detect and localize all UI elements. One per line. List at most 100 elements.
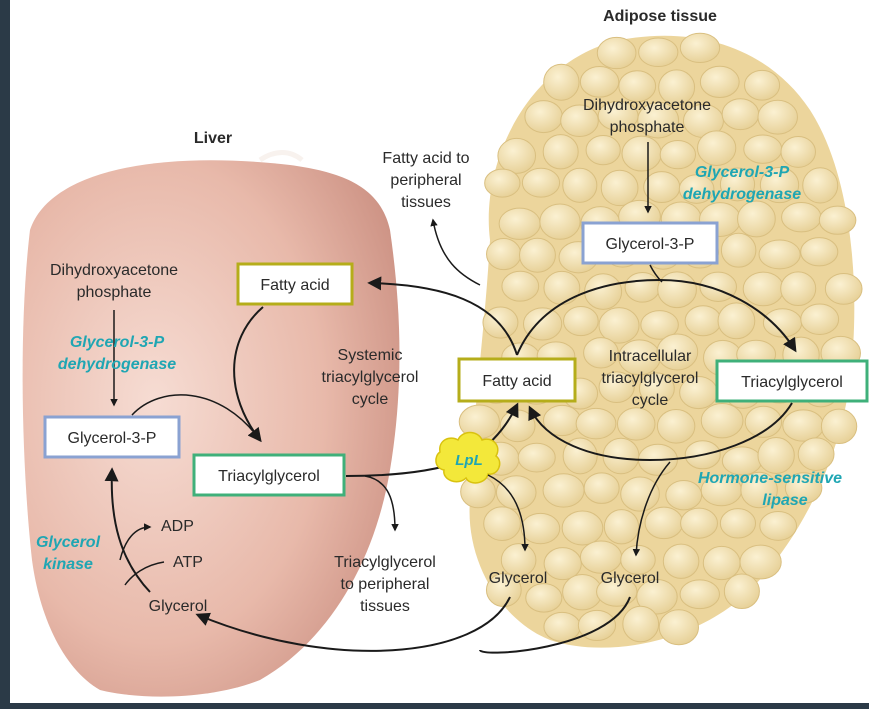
adipocyte-cell xyxy=(744,405,783,438)
adipocyte-cell xyxy=(486,238,522,271)
adipocyte-cell xyxy=(495,475,537,510)
adipocyte-cell xyxy=(497,137,537,174)
adipose-tag-label: Triacylglycerol xyxy=(741,374,843,391)
lpl-blob: LpL xyxy=(435,431,501,484)
adipocyte-cell xyxy=(579,66,620,98)
intracellular-cycle-line2: triacylglycerol xyxy=(602,370,699,387)
adipocyte-cell xyxy=(543,63,580,101)
tag-periph-line2: to peripheral xyxy=(341,576,430,593)
adipocyte-cell xyxy=(620,544,656,575)
adipocyte-cell xyxy=(600,169,639,207)
liver-fatty-acid-label: Fatty acid xyxy=(260,277,329,294)
glycerol-kinase-arrow xyxy=(104,467,151,593)
liver-g3p-dehydrogenase-line1: Glycerol-3-P xyxy=(70,334,165,351)
systemic-glycerol: Glycerol xyxy=(489,570,548,587)
adipocyte-cell xyxy=(598,371,635,403)
adipocyte-cell xyxy=(658,69,696,106)
adipocyte-cell xyxy=(700,402,744,439)
adipocyte-cell xyxy=(579,540,623,574)
adipocyte-cell xyxy=(484,168,521,198)
adipocyte-cell xyxy=(658,609,699,646)
adipocyte-cell xyxy=(542,134,579,170)
adipocyte-cell xyxy=(560,104,599,137)
adp-arrow xyxy=(119,523,152,561)
tag-periph-arrow xyxy=(364,475,399,532)
adipocyte-cell xyxy=(702,545,741,581)
liver-glycerol3p-label: Glycerol-3-P xyxy=(68,430,157,447)
adipocyte-cell xyxy=(638,37,679,68)
adipocyte-cell xyxy=(543,611,581,642)
adipocyte-cell xyxy=(525,583,563,613)
adipocyte-cell xyxy=(498,207,541,240)
adipocyte-cell xyxy=(744,69,781,101)
adipocyte-cell xyxy=(818,205,857,235)
fa-periph-arrow xyxy=(430,218,481,286)
adipocyte-cell xyxy=(739,544,782,580)
liver-g3p-to-tag-connector xyxy=(131,394,261,441)
adipocyte-cell xyxy=(616,407,656,441)
adipocyte-cell xyxy=(543,547,582,581)
adipocyte-cell xyxy=(583,337,619,369)
pathway-diagram: Adipose tissue Liver Dihydroxyacetone ph… xyxy=(22,8,869,697)
adipose-dhap-line2: phosphate xyxy=(610,119,685,136)
adipocyte-cell xyxy=(684,305,722,337)
adipocyte-cell xyxy=(598,307,640,344)
liver-dhap-line1: Dihydroxyacetone xyxy=(50,262,178,279)
intracellular-cycle-line3: cycle xyxy=(632,392,669,409)
adipose-g3p-dehydrogenase-line2: dehydrogenase xyxy=(683,186,801,203)
adipose-tissue-title: Adipose tissue xyxy=(603,8,717,25)
adipocyte-cell xyxy=(501,270,540,302)
liver-glycerol3p-box xyxy=(43,415,181,459)
adipocyte-cell xyxy=(800,303,840,335)
adipocyte-cell xyxy=(679,32,721,64)
adipocyte-cell xyxy=(657,271,697,309)
adipocyte-cell xyxy=(561,510,604,546)
adipocyte-cell xyxy=(758,239,801,270)
adipocyte-cell xyxy=(618,70,657,103)
hsl-glycerol-arrow xyxy=(632,461,671,557)
adipocyte-cell xyxy=(596,36,637,70)
adipocyte-cell xyxy=(624,271,661,303)
adipocyte-cell xyxy=(517,442,556,473)
diagram-canvas: Adipose tissue Liver Dihydroxyacetone ph… xyxy=(10,0,869,703)
adipocyte-cell xyxy=(740,471,778,509)
fa-periph-line2: peripheral xyxy=(390,172,461,189)
adipocyte-cell xyxy=(784,472,823,504)
adipose-glycerol: Glycerol xyxy=(601,570,660,587)
adipocyte-cell xyxy=(519,237,556,273)
adipocyte-cell xyxy=(757,436,795,474)
liver-fa-to-tag-arrow xyxy=(233,306,264,443)
adipocyte-cell xyxy=(824,273,863,305)
adipocyte-cell xyxy=(797,437,835,471)
fa-periph-line3: tissues xyxy=(401,194,451,211)
adipocyte-cell xyxy=(522,307,563,341)
liver-g3p-dehydrogenase-line2: dehydrogenase xyxy=(58,356,176,373)
adipocyte-cell xyxy=(743,134,783,164)
adipocyte-cell xyxy=(521,167,561,198)
adipocyte-cell xyxy=(820,408,858,445)
tag-periph-line3: tissues xyxy=(360,598,410,615)
systemic-cycle-line2: triacylglycerol xyxy=(322,369,419,386)
adipose-glycerol-return-line xyxy=(479,596,631,654)
adipocyte-cell xyxy=(659,139,697,170)
glycerol-kinase-line1: Glycerol xyxy=(36,534,101,551)
adipocyte-cell xyxy=(680,507,718,539)
adipocyte-cell xyxy=(662,543,700,579)
glycerol-return-arrow xyxy=(195,596,511,652)
adipocyte-cell xyxy=(800,237,839,267)
liver-tag-label: Triacylglycerol xyxy=(218,468,320,485)
systemic-cycle-line1: Systemic xyxy=(338,347,403,364)
tag-periph-line1: Triacylglycerol xyxy=(334,554,436,571)
adipocyte-cell xyxy=(643,171,681,204)
adipocyte-cell xyxy=(585,134,621,166)
liver-glycerol: Glycerol xyxy=(149,598,208,615)
fa-periph-line1: Fatty acid to xyxy=(382,150,469,167)
adp-label: ADP xyxy=(161,518,194,535)
central-fatty-acid-box xyxy=(457,357,577,403)
adipocyte-cell xyxy=(482,306,519,339)
adipocyte-cell xyxy=(575,407,617,440)
adipocyte-cell xyxy=(524,100,563,134)
atp-label: ATP xyxy=(173,554,203,571)
adipocyte-cell xyxy=(757,99,798,135)
